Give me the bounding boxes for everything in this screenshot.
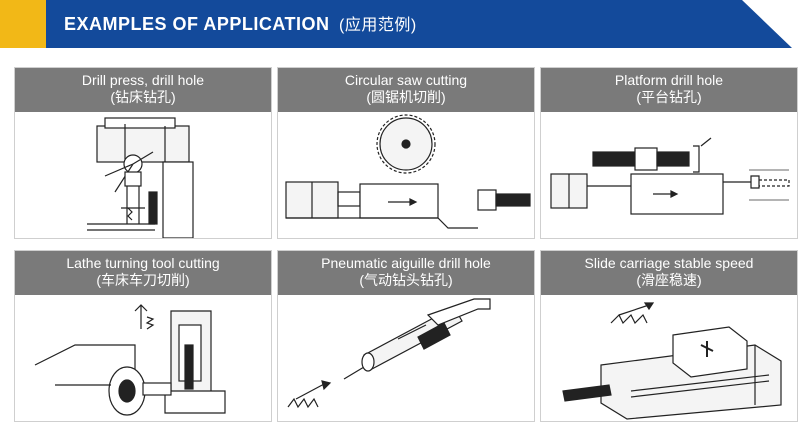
slide-carriage-icon — [562, 302, 782, 420]
page-title-cn: (应用范例) — [339, 17, 417, 34]
card-header: Platform drill hole (平台钻孔) — [541, 68, 797, 112]
lathe-tool-icon — [34, 304, 226, 416]
card-subtitle: (圆锯机切削) — [366, 89, 446, 105]
drill-press-icon — [87, 117, 194, 238]
card-header: Slide carriage stable speed (滑座稳速) — [541, 251, 797, 295]
banner-shape — [0, 0, 792, 48]
platform-drill-icon — [550, 137, 790, 215]
card-header: Drill press, drill hole (钻床钻孔) — [15, 68, 271, 112]
card-subtitle: (钻床钻孔) — [110, 89, 176, 105]
card-subtitle: (平台钻孔) — [636, 89, 702, 105]
circular-saw-icon — [285, 114, 531, 229]
card-pneumatic-drill: Pneumatic aiguille drill hole (气动钻头钻孔) — [277, 250, 535, 422]
card-header: Lathe turning tool cutting (车床车刀切削) — [15, 251, 271, 295]
card-subtitle: (车床车刀切削) — [96, 272, 190, 288]
header-banner: EXAMPLES OF APPLICATION (应用范例) — [0, 0, 800, 48]
card-subtitle: (滑座稳速) — [636, 272, 702, 288]
card-subtitle: (气动钻头钻孔) — [359, 272, 453, 288]
card-title: Circular saw cutting — [344, 72, 468, 88]
card-lathe-tool: Lathe turning tool cutting (车床车刀切削) — [14, 250, 272, 422]
card-title: Platform drill hole — [614, 72, 724, 88]
card-title: Pneumatic aiguille drill hole — [321, 255, 491, 271]
card-slide-carriage: Slide carriage stable speed (滑座稳速) — [540, 250, 798, 422]
card-drill-press: Drill press, drill hole (钻床钻孔) — [14, 67, 272, 239]
card-title: Slide carriage stable speed — [584, 255, 754, 271]
card-header: Pneumatic aiguille drill hole (气动钻头钻孔) — [278, 251, 534, 295]
pneumatic-drill-icon — [287, 298, 491, 409]
card-title: Drill press, drill hole — [81, 72, 205, 88]
page-title-en: EXAMPLES OF APPLICATION — [64, 14, 330, 34]
page-title: EXAMPLES OF APPLICATION (应用范例) — [64, 11, 417, 35]
card-platform-drill: Platform drill hole (平台钻孔) — [540, 67, 798, 239]
card-header: Circular saw cutting (圆锯机切削) — [278, 68, 534, 112]
card-title: Lathe turning tool cutting — [66, 255, 220, 271]
card-circular-saw: Circular saw cutting (圆锯机切削) — [277, 67, 535, 239]
